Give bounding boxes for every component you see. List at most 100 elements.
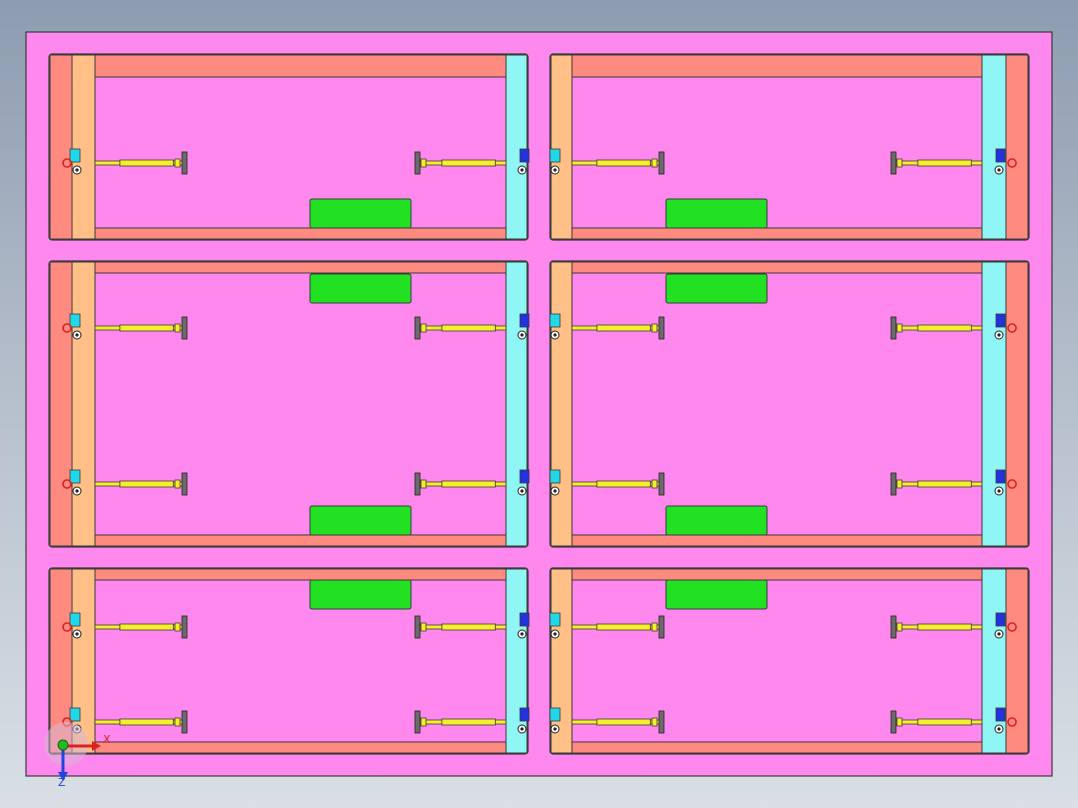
rod-end-stop [890, 615, 897, 639]
rod-nut [651, 158, 658, 168]
rod-body [917, 718, 972, 726]
top-beam [571, 54, 983, 78]
rod-nut [174, 323, 181, 333]
bottom-beam [94, 227, 507, 240]
rod-end-stop [414, 472, 421, 496]
rod-end-stop [890, 472, 897, 496]
rod-end-stop [414, 710, 421, 734]
rod-nut [420, 479, 427, 489]
red-marker [62, 622, 72, 632]
pivot-dot [520, 632, 524, 636]
sensor-right [995, 313, 1006, 328]
rod-body [441, 159, 496, 167]
rod-end-stop [658, 316, 665, 340]
pivot-dot [997, 168, 1001, 172]
pivot-dot [75, 632, 79, 636]
sensor-left [69, 469, 81, 484]
pivot-dot [520, 489, 524, 493]
right-post [981, 261, 1007, 547]
rod-body [917, 480, 972, 488]
pivot-dot [997, 632, 1001, 636]
bay-outline [549, 260, 1030, 548]
rod-end-stop [181, 151, 188, 175]
rod-body [596, 480, 651, 488]
bottom-beam [94, 534, 507, 547]
bay-outline [48, 53, 529, 241]
left-post [550, 54, 573, 240]
side-beam [1005, 261, 1029, 547]
rod-nut [651, 479, 658, 489]
green-block [665, 505, 768, 536]
rod-end-stop [890, 151, 897, 175]
side-beam [1005, 568, 1029, 754]
rod-nut [420, 622, 427, 632]
sensor-right [519, 469, 530, 484]
pivot-dot [520, 168, 524, 172]
bay-r2-c1 [48, 260, 530, 548]
rod-nut [896, 158, 903, 168]
red-marker [62, 158, 72, 168]
bay-outline [48, 260, 529, 548]
sensor-left [549, 148, 561, 163]
z-axis-arrowhead [58, 772, 68, 781]
left-post [550, 261, 573, 547]
bottom-beam [571, 227, 983, 240]
rod-body [596, 623, 651, 631]
rod-nut [420, 717, 427, 727]
rod-body [441, 480, 496, 488]
rod-nut [896, 323, 903, 333]
top-beam [94, 261, 507, 274]
green-block [309, 505, 412, 536]
top-beam [571, 261, 983, 274]
top-beam [571, 568, 983, 581]
rod-end-stop [181, 615, 188, 639]
rod-end-stop [181, 472, 188, 496]
bay-r3-c2 [549, 567, 1030, 755]
right-post [505, 54, 528, 240]
red-marker [1007, 717, 1017, 727]
rod-nut [420, 158, 427, 168]
sensor-right [995, 707, 1006, 722]
pivot-dot [997, 333, 1001, 337]
rod-nut [896, 622, 903, 632]
green-block [665, 198, 768, 229]
right-post [981, 568, 1007, 754]
red-marker [1007, 323, 1017, 333]
rod-nut [174, 158, 181, 168]
sensor-right [995, 612, 1006, 627]
sensor-left [69, 313, 81, 328]
red-marker [1007, 158, 1017, 168]
pivot-dot [520, 333, 524, 337]
sensor-right [519, 313, 530, 328]
rod-nut [651, 323, 658, 333]
pivot-dot [75, 168, 79, 172]
rod-nut [651, 717, 658, 727]
green-block [309, 273, 412, 304]
green-block [665, 273, 768, 304]
bay-r1-c2 [549, 53, 1030, 241]
rod-body [596, 324, 651, 332]
rod-end-stop [890, 710, 897, 734]
rod-body [441, 718, 496, 726]
outer-frame [25, 31, 1053, 777]
red-marker [62, 479, 72, 489]
rod-nut [651, 622, 658, 632]
right-post [981, 54, 1007, 240]
rod-end-stop [658, 615, 665, 639]
rod-body [441, 324, 496, 332]
rod-nut [174, 622, 181, 632]
rod-end-stop [658, 472, 665, 496]
rod-body [596, 159, 651, 167]
z-axis-label: Z [58, 776, 66, 789]
side-beam [1005, 54, 1029, 240]
left-post [71, 261, 96, 547]
bottom-beam [571, 534, 983, 547]
rod-end-stop [414, 615, 421, 639]
bay-r1-c1 [48, 53, 530, 241]
bay-outline [549, 53, 1030, 241]
side-beam [49, 261, 73, 547]
rod-nut [896, 479, 903, 489]
sensor-left [549, 707, 561, 722]
